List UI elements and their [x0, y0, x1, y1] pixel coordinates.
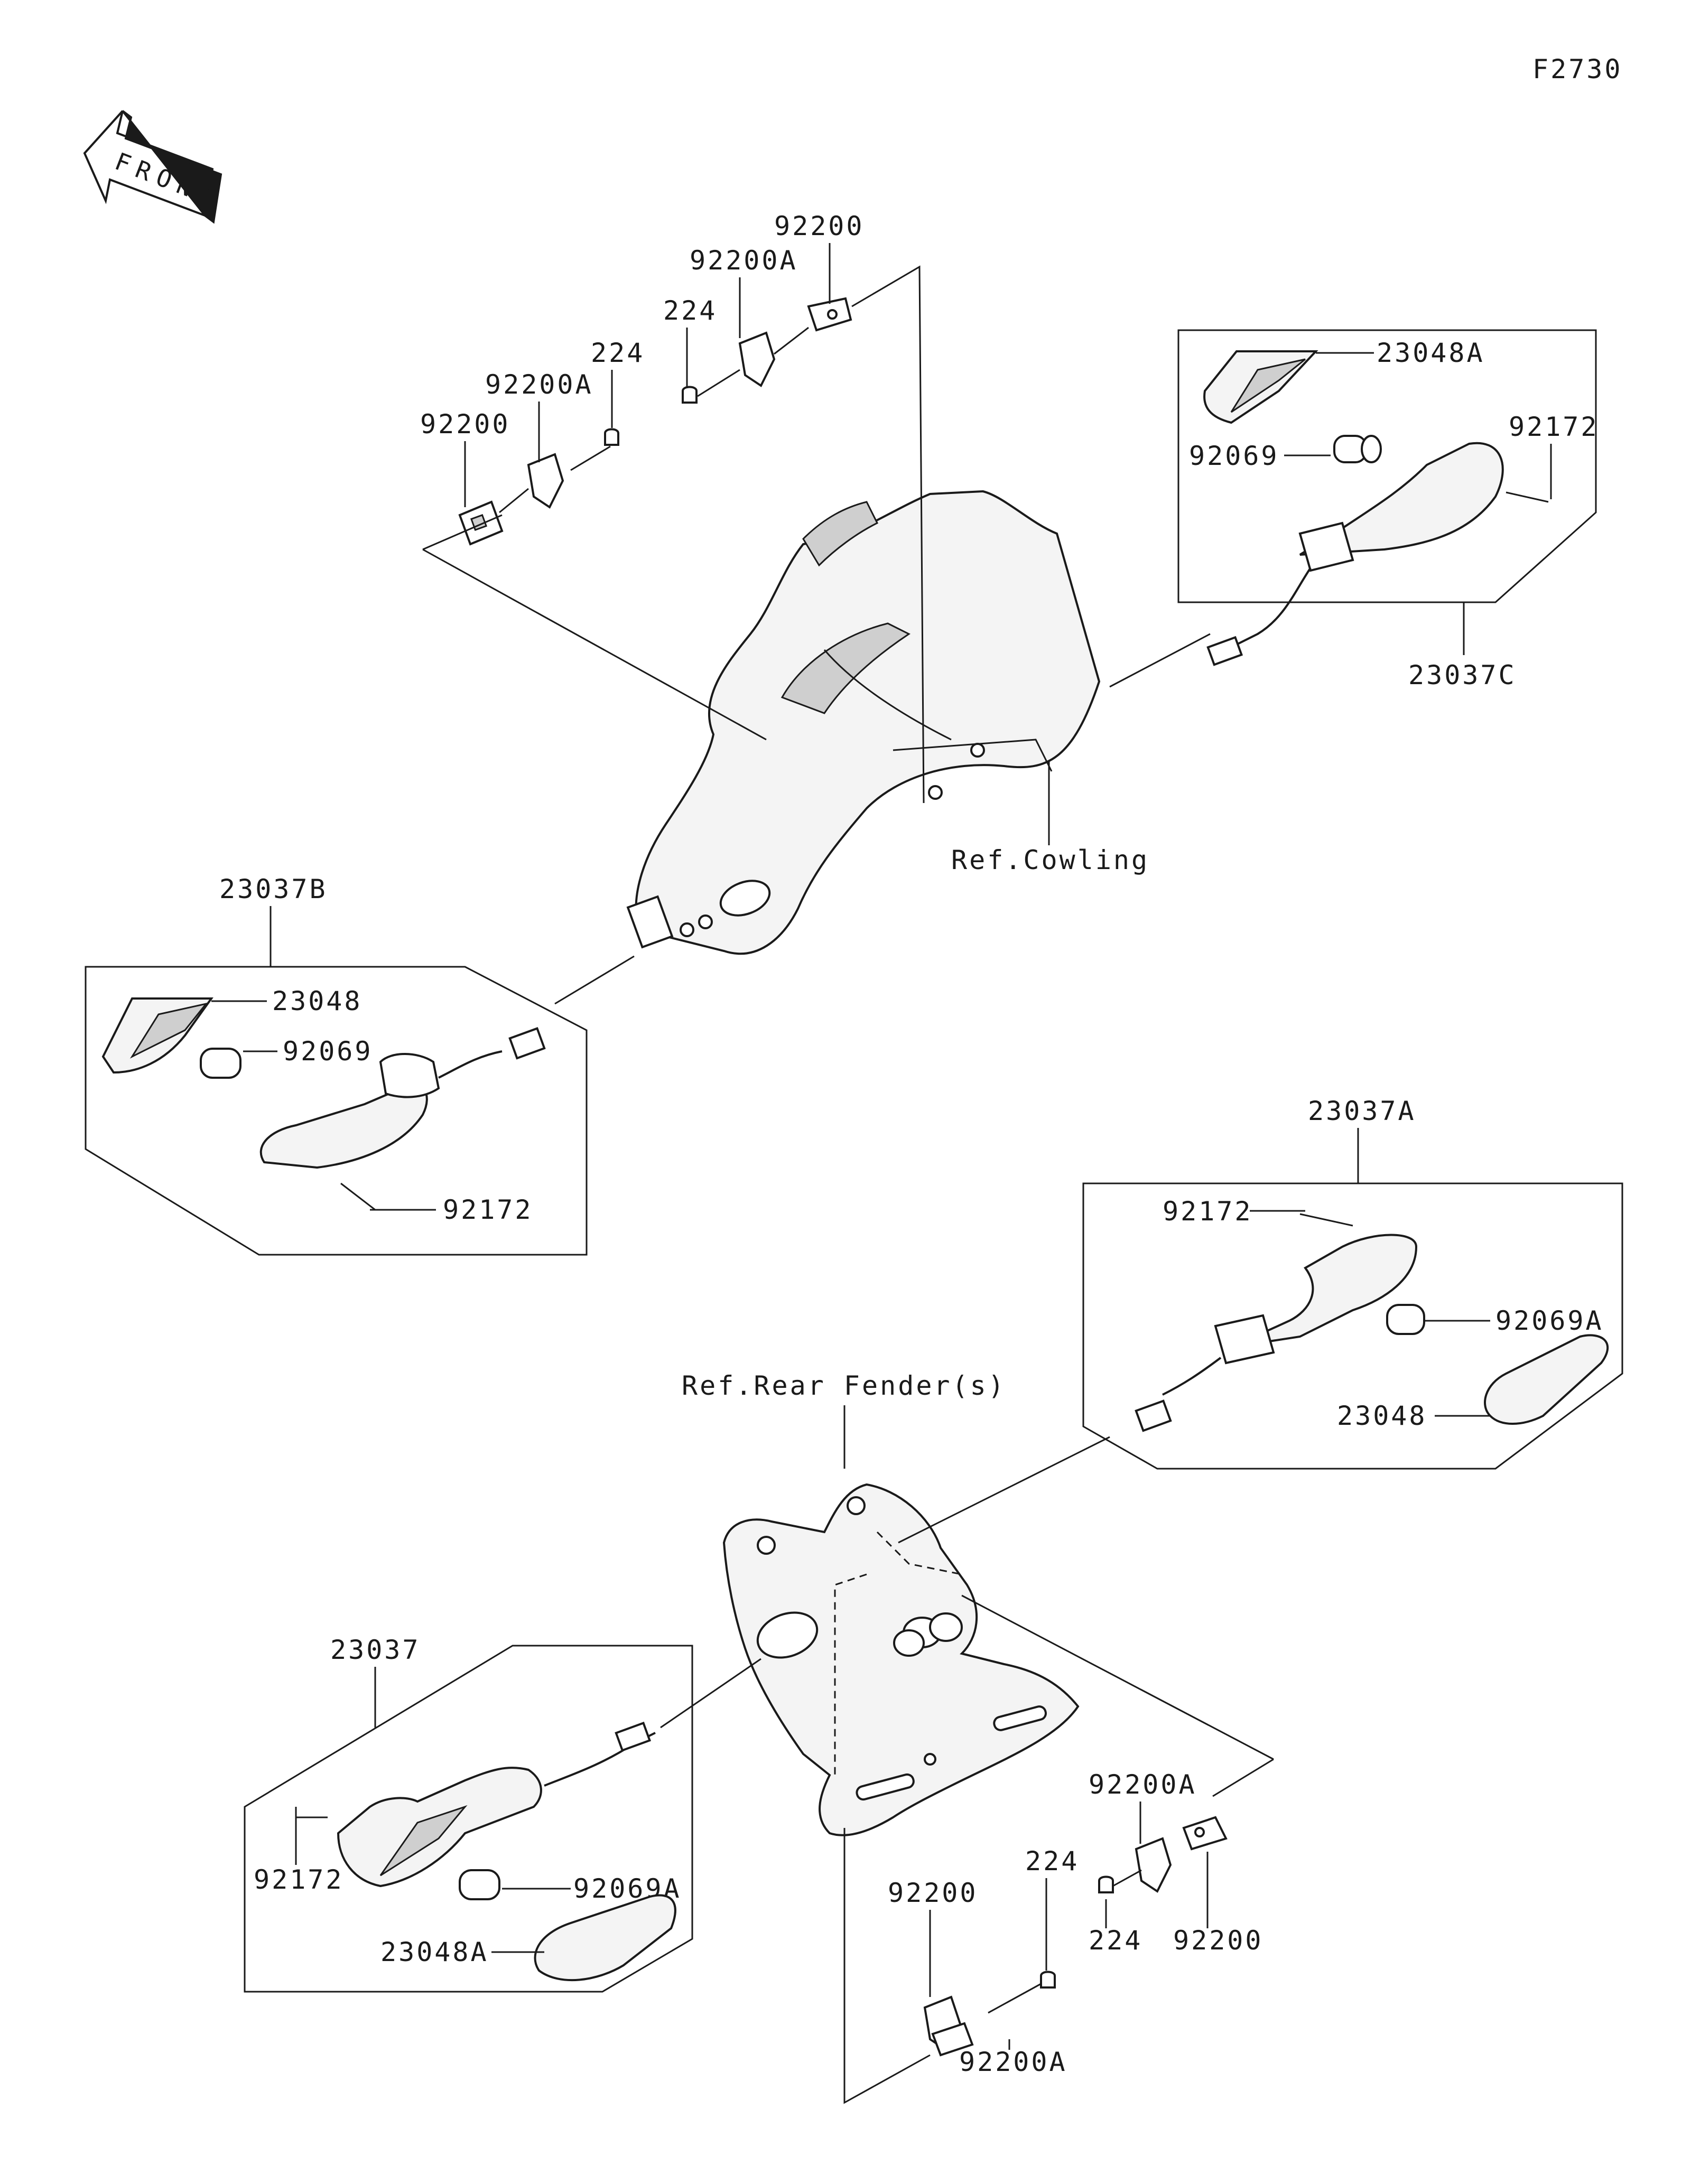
assembly-23037B-label: 23037B: [219, 874, 328, 904]
rear-fender-bracket: [722, 1483, 1080, 1836]
upper-cowling-bracket: [626, 490, 1101, 955]
box-23037: [244, 1645, 693, 1993]
callout-c07: 23048A: [1377, 338, 1485, 368]
lower-left-hardware: [923, 1971, 1056, 2057]
assembly-23037C-label: 23037C: [1408, 660, 1517, 690]
callout-c05: 92200: [774, 211, 865, 241]
callout-c14: 92069A: [1495, 1305, 1604, 1336]
signal-body-23037A: [1135, 1234, 1418, 1432]
bulb-92069A-rear-left: [459, 1869, 500, 1900]
callout-c16: 92172: [254, 1864, 344, 1895]
callout-c02: 92200A: [485, 369, 593, 400]
assembly-23037-label: 23037: [330, 1635, 421, 1665]
callout-c20: 92200: [888, 1878, 978, 1908]
callout-c15: 23048: [1337, 1401, 1427, 1431]
callout-c24: 92200: [1173, 1925, 1263, 1956]
callout-c23: 224: [1089, 1925, 1142, 1956]
assembly-23037A-label: 23037A: [1308, 1096, 1416, 1126]
callout-c19: 224: [1025, 1846, 1079, 1877]
ref-cowling-label: Ref.Cowling: [951, 845, 1149, 875]
signal-body-23037C: [1206, 442, 1504, 666]
box-23037A: [1082, 1182, 1623, 1470]
callout-c08: 92069: [1189, 441, 1279, 471]
lens-23048-rear-right: [1484, 1334, 1609, 1425]
bulb-92069A-rear-right: [1386, 1304, 1425, 1335]
callout-c06: 224: [663, 295, 717, 326]
figure-code: F2730: [1532, 54, 1623, 85]
callout-c18: 23048A: [380, 1937, 489, 1967]
callout-c01: 92200: [420, 409, 510, 440]
ref-rear-fender-label: Ref.Rear Fender(s): [682, 1370, 1006, 1401]
lens-23048A-rear-left: [534, 1894, 676, 1982]
callout-c04: 92200A: [690, 245, 798, 276]
callout-c12: 92172: [443, 1194, 533, 1225]
signal-body-23037: [337, 1721, 656, 1888]
callout-c21: 92200A: [959, 2047, 1067, 2077]
lower-right-hardware: [1098, 1816, 1228, 1893]
callout-c13: 92172: [1163, 1196, 1253, 1227]
lens-23048A-top: [1203, 350, 1318, 424]
callout-c09: 92172: [1509, 412, 1599, 442]
callout-c11: 92069: [283, 1036, 373, 1067]
bulb-92069-top: [1333, 435, 1382, 463]
signal-body-23037B: [259, 1027, 546, 1169]
callout-c10: 23048: [272, 986, 363, 1016]
upper-right-hardware: [682, 297, 852, 404]
bulb-92069-left: [200, 1048, 241, 1079]
box-23037C: [1177, 329, 1597, 603]
callout-c03: 224: [591, 338, 645, 368]
callout-c22: 92200A: [1089, 1769, 1197, 1800]
front-arrow-icon: FRONT: [83, 110, 224, 224]
lens-23048-left: [101, 997, 213, 1074]
box-23037B: [85, 966, 588, 1256]
